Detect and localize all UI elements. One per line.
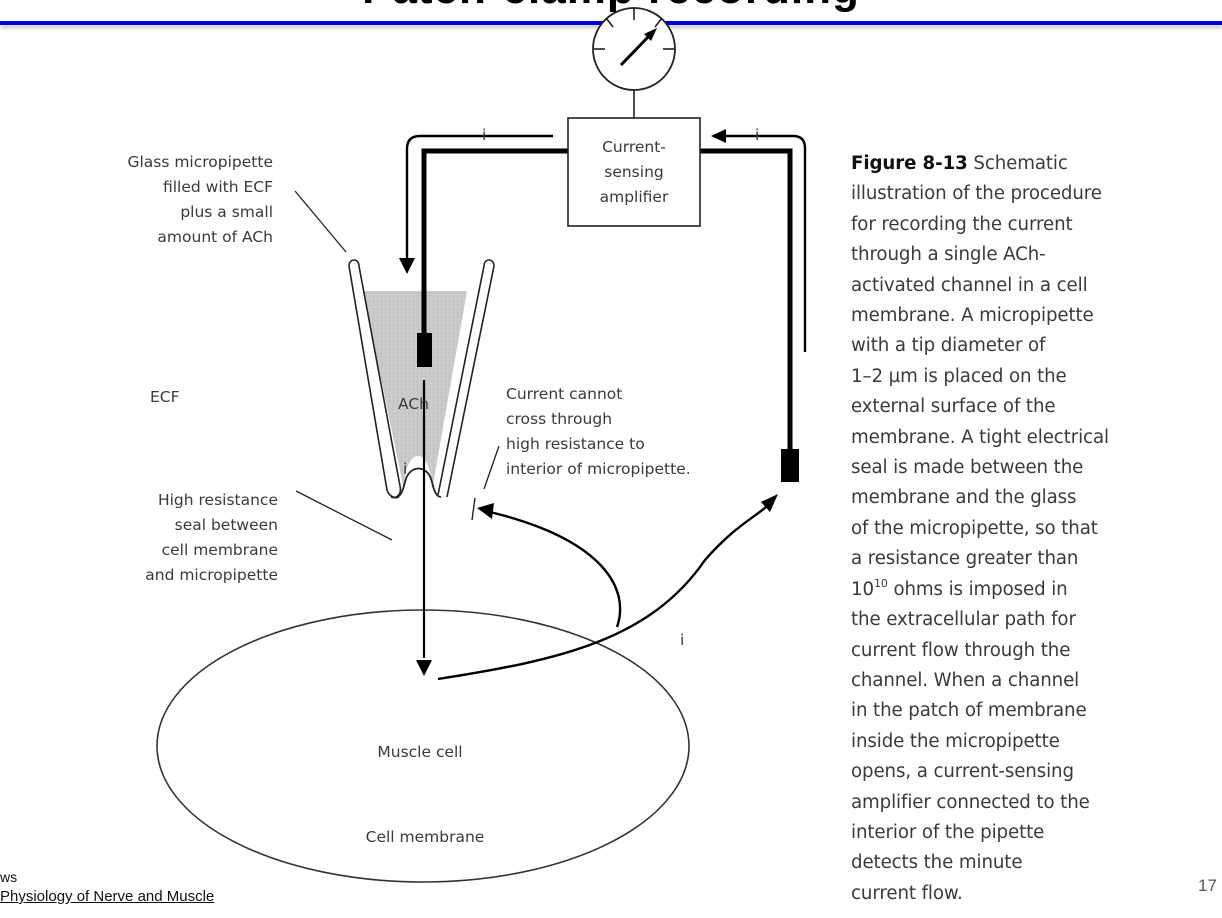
svg-text:Current-: Current- — [602, 138, 666, 156]
caption-line: in the patch of membrane — [851, 700, 1087, 722]
svg-text:cell membrane: cell membrane — [162, 541, 278, 559]
caption-line: current flow. — [851, 882, 963, 904]
caption-line: through a single ACh- — [851, 244, 1046, 266]
cell-membrane-label: Cell membrane — [366, 828, 485, 846]
caption-line: membrane and the glass — [851, 487, 1077, 509]
blocked-current-curve — [489, 510, 622, 628]
svg-text:cross through: cross through — [506, 410, 612, 428]
current-i-label-top-right: i — [755, 126, 759, 144]
svg-text:and micropipette: and micropipette — [145, 566, 278, 584]
svg-text:high resistance to: high resistance to — [506, 435, 645, 453]
ecf-label: ECF — [150, 388, 180, 406]
caption-line: channel. When a channel — [851, 669, 1080, 691]
caption-line: a resistance greater than — [851, 548, 1079, 570]
page-number: 17 — [1198, 876, 1217, 895]
figure-caption: Figure 8-13 Schematic illustration of th… — [851, 149, 1221, 909]
current-i-label-top-left: i — [482, 126, 486, 144]
caption-line: with a tip diameter of — [851, 335, 1046, 357]
seal-label-leader — [295, 490, 393, 541]
caption-line: 1–2 µm is placed on the — [851, 365, 1067, 387]
current-arrow-right — [722, 134, 807, 352]
current-cannot-label: Current cannot cross through high resist… — [506, 385, 691, 478]
bath-electrode — [781, 449, 799, 482]
caption-line: interior of the pipette — [851, 821, 1045, 843]
caption-line: activated channel in a cell — [851, 274, 1088, 296]
caption-line: the extracellular path for — [851, 609, 1076, 631]
current-i-label-pipette: i — [403, 460, 407, 478]
figure-id: Figure 8-13 — [851, 153, 968, 174]
svg-text:amplifier: amplifier — [600, 188, 669, 206]
svg-text:amount of ACh: amount of ACh — [157, 228, 273, 246]
caption-line: membrane. A micropipette — [851, 305, 1094, 327]
return-current-curve — [437, 499, 773, 681]
ach-label: ACh — [398, 395, 429, 413]
caption-line: illustration of the procedure — [851, 183, 1102, 205]
caption-line: membrane. A tight electrical — [851, 426, 1109, 448]
caption-resistance-line: 1010 ohms is imposed in — [851, 576, 1068, 600]
caption-line: amplifier connected to the — [851, 791, 1090, 813]
svg-text:Glass micropipette: Glass micropipette — [127, 153, 273, 171]
pipette-label: Glass micropipette filled with ECF plus … — [127, 153, 273, 246]
svg-text:seal between: seal between — [175, 516, 278, 534]
amplifier-box — [567, 117, 701, 227]
footer-author: ws — [0, 869, 18, 885]
seal-label: High resistance seal between cell membra… — [145, 491, 278, 584]
amplifier-label: Current- sensing amplifier — [600, 138, 669, 206]
bath-electrode-wire — [698, 148, 793, 455]
svg-text:interior of micropipette.: interior of micropipette. — [506, 460, 691, 478]
membrane-patch — [395, 467, 442, 498]
caption-line: seal is made between the — [851, 457, 1084, 479]
caption-line: Schematic — [967, 153, 1068, 174]
ach-fluid — [363, 291, 467, 490]
svg-text:High resistance: High resistance — [158, 491, 278, 509]
svg-text:filled with ECF: filled with ECF — [163, 178, 273, 196]
footer-source-link[interactable]: Physiology of Nerve and Muscle — [0, 888, 215, 905]
current-i-label-return: i — [680, 631, 684, 649]
pipette-electrode — [417, 333, 432, 367]
caption-line: of the micropipette, so that — [851, 517, 1098, 539]
svg-text:Current cannot: Current cannot — [506, 385, 622, 403]
pipette-label-leader — [294, 190, 347, 253]
caption-line: detects the minute — [851, 852, 1023, 874]
svg-text:sensing: sensing — [604, 163, 663, 181]
caption-line: opens, a current-sensing — [851, 761, 1074, 783]
current-cannot-leader — [483, 445, 500, 490]
caption-line: current flow through the — [851, 639, 1071, 661]
caption-line: inside the micropipette — [851, 730, 1060, 752]
muscle-cell-label: Muscle cell — [377, 743, 462, 761]
pipette-right-wall — [446, 259, 495, 498]
pipette-electrode-wire — [421, 148, 570, 340]
caption-line: external surface of the — [851, 396, 1056, 418]
meter-gauge-icon — [592, 7, 676, 91]
current-arrow-left — [405, 134, 553, 258]
svg-text:plus a small: plus a small — [180, 203, 273, 221]
caption-line: for recording the current — [851, 213, 1073, 235]
slide-title: Patch-clamp recording — [0, 0, 1222, 14]
